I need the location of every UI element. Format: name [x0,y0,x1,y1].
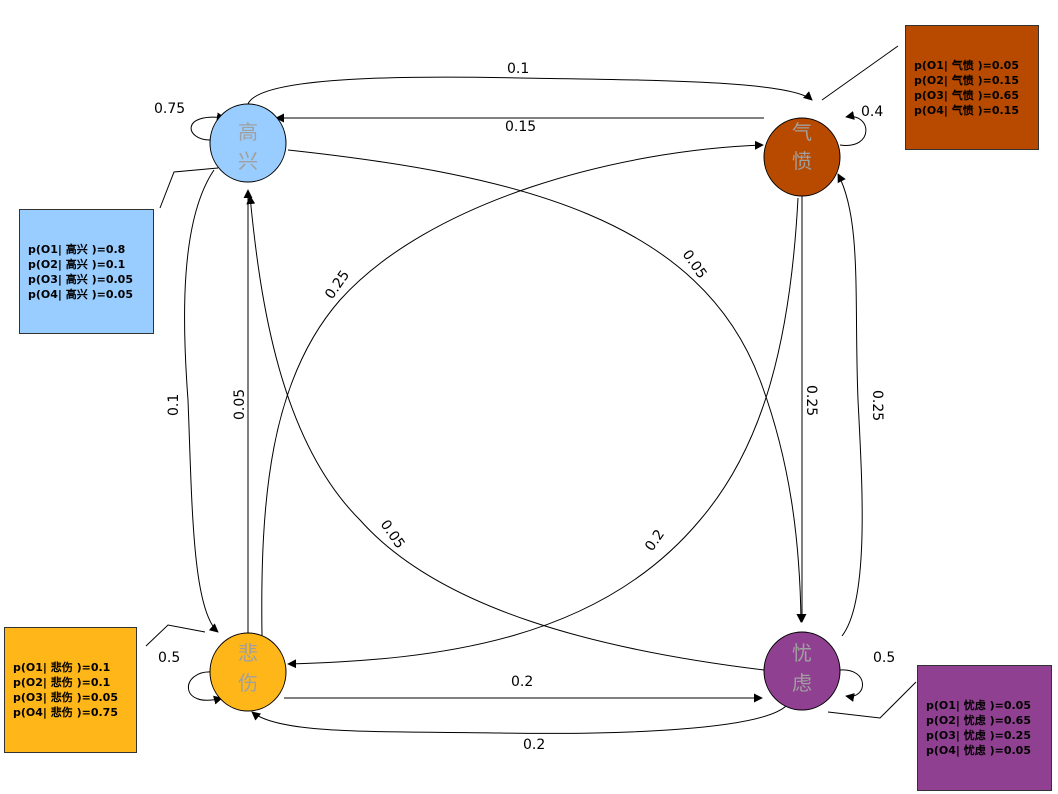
emission-angry-line-1: p(O1| 气愤 )=0.05 [914,59,1019,72]
emission-sad-line-2: p(O2| 悲伤 )=0.1 [13,676,111,689]
edge-worry-to-happy [246,195,765,671]
callout-line-worry [827,681,917,719]
emission-sad-line-3: p(O3| 悲伤 )=0.05 [13,691,118,704]
state-node-happy: 高 兴 [209,103,287,183]
emission-angry-line-2: p(O2| 气愤 )=0.15 [914,74,1019,87]
label-happy-self: 0.75 [154,101,185,117]
label-angry-self: 0.4 [861,104,883,120]
edge-happy-to-angry [247,76,813,105]
state-node-worry: 忧 虑 [763,631,841,711]
state-angry-char-2: 愤 [792,149,812,173]
state-happy-char-1: 高 [238,120,258,144]
callout-line-angry [821,45,899,101]
state-node-sad: 悲 伤 [209,632,287,712]
label-happy-to-worry: 0.05 [679,247,710,282]
label-happy-to-angry: 0.1 [507,61,529,77]
edge-angry-to-sad [287,197,799,669]
label-sad-to-worry: 0.2 [511,674,533,690]
emission-happy-line-2: p(O2| 高兴 )=0.1 [28,258,126,271]
emission-sad-line-4: p(O4| 悲伤 )=0.75 [13,706,118,719]
emission-worry-line-1: p(O1| 忧虑 )=0.05 [926,699,1031,712]
emission-happy-line-3: p(O3| 高兴 )=0.05 [28,273,133,286]
state-worry-char-2: 虑 [792,671,812,695]
state-angry-char-1: 气 [792,120,812,144]
state-sad-char-2: 伤 [238,671,258,695]
label-worry-to-sad: 0.2 [523,737,545,753]
emission-sad-line-1: p(O1| 悲伤 )=0.1 [13,661,111,674]
state-node-angry: 气 愤 [763,117,841,197]
edge-worry-self [839,669,863,702]
emission-angry-line-4: p(O4| 气愤 )=0.15 [914,104,1019,117]
emission-happy-line-1: p(O1| 高兴 )=0.8 [28,243,126,256]
label-happy-to-sad: 0.1 [166,394,182,416]
state-sad-char-1: 悲 [238,641,258,665]
emission-angry-line-3: p(O3| 气愤 )=0.65 [914,89,1019,102]
emission-worry-line-4: p(O4| 忧虑 )=0.05 [926,744,1031,757]
emission-worry-line-2: p(O2| 忧虑 )=0.65 [926,714,1031,727]
state-worry-char-1: 忧 [792,641,812,665]
emission-box-happy: p(O1| 高兴 )=0.8 p(O2| 高兴 )=0.1 p(O3| 高兴 )… [19,209,154,334]
label-worry-self: 0.5 [873,650,895,666]
label-worry-to-happy: 0.05 [377,517,408,552]
emission-box-worry: p(O1| 忧虑 )=0.05 p(O2| 忧虑 )=0.65 p(O3| 忧虑… [917,665,1052,791]
label-angry-to-worry: 0.25 [803,385,819,416]
edge-sad-to-angry [261,140,764,637]
callout-line-sad [145,624,206,647]
label-angry-to-sad: 0.2 [642,527,668,554]
callout-line-happy [159,167,219,209]
label-sad-to-angry: 0.25 [322,268,353,303]
edge-angry-self [839,111,867,146]
emission-happy-line-4: p(O4| 高兴 )=0.05 [28,288,133,301]
state-happy-char-2: 兴 [238,149,258,173]
label-sad-to-happy: 0.05 [232,389,248,420]
edge-happy-self [190,112,226,141]
edge-sad-self [187,671,223,705]
emission-worry-line-3: p(O3| 忧虑 )=0.25 [926,729,1031,742]
label-angry-to-happy: 0.15 [505,119,536,135]
label-sad-self: 0.5 [158,650,180,666]
edge-worry-to-angry [837,173,863,637]
label-worry-to-angry: 0.25 [869,390,885,421]
emission-box-angry: p(O1| 气愤 )=0.05 p(O2| 气愤 )=0.15 p(O3| 气愤… [905,25,1039,150]
emission-box-sad: p(O1| 悲伤 )=0.1 p(O2| 悲伤 )=0.1 p(O3| 悲伤 )… [4,627,137,753]
edge-worry-to-sad [251,705,787,734]
edge-happy-to-sad [184,169,219,633]
edge-happy-to-worry [287,149,806,623]
